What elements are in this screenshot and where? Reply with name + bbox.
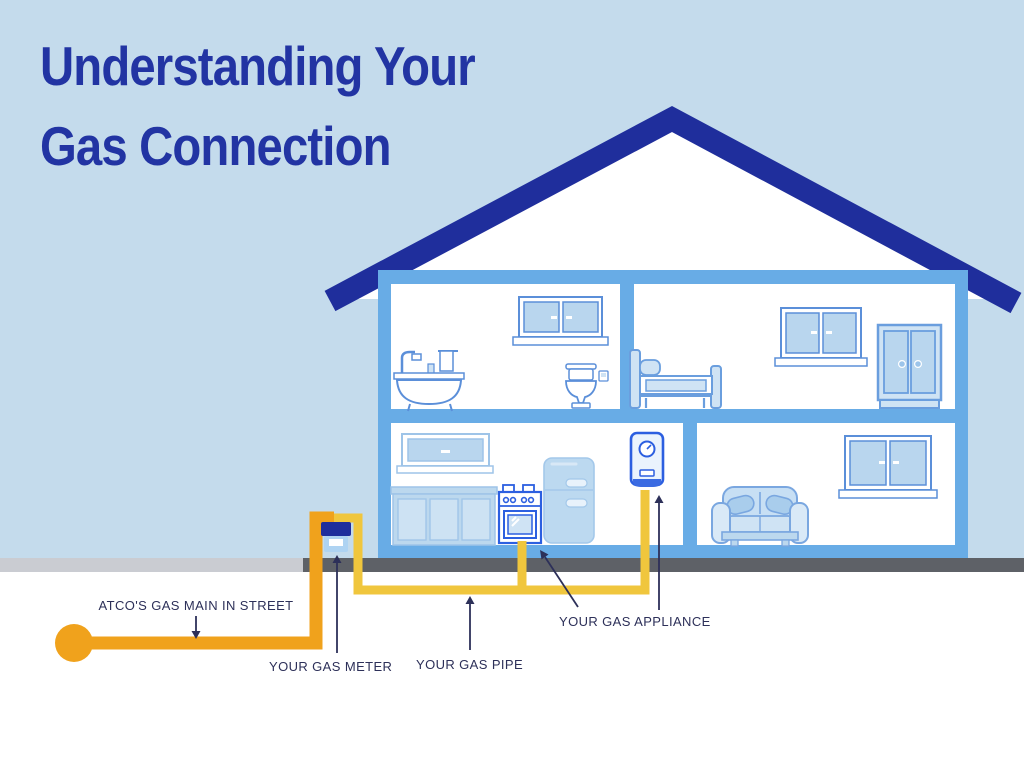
label-gas-pipe: YOUR GAS PIPE (416, 657, 524, 672)
gas-main-pipe (55, 511, 334, 662)
bathroom-window-icon (512, 296, 609, 346)
label-gas-main: ATCO'S GAS MAIN IN STREET (98, 598, 294, 613)
gas-meter (321, 522, 351, 552)
street-underground-area (0, 572, 1024, 768)
arrow-to-stove (540, 550, 579, 608)
attic-interior (354, 126, 990, 299)
wardrobe-icon (876, 323, 943, 409)
customer-gas-pipe (334, 490, 650, 595)
page-title-line1: Understanding Your (40, 35, 476, 97)
page-title-line2: Gas Connection (40, 115, 391, 177)
arrow-to-gas-main (191, 616, 201, 639)
bedroom-window-icon (774, 307, 868, 367)
ground-right (303, 558, 1024, 572)
living-window-icon (838, 435, 938, 499)
water-heater-icon (629, 431, 665, 487)
bathtub-icon (393, 350, 465, 412)
kitchen-cabinets-icon (390, 486, 498, 546)
ground-left (0, 558, 303, 572)
sofa-icon (711, 486, 809, 547)
label-gas-appliance: YOUR GAS APPLIANCE (559, 614, 711, 629)
roof (324, 105, 1022, 314)
bed-icon (629, 349, 722, 409)
ground (0, 558, 1024, 572)
house (324, 105, 1022, 558)
gas-stove-icon (497, 484, 543, 545)
arrow-to-gas-meter (332, 555, 342, 653)
page-title: Understanding Your Gas Connection (40, 26, 476, 186)
annotation-arrows (191, 495, 664, 653)
label-gas-meter: YOUR GAS METER (269, 659, 393, 674)
fridge-icon (543, 457, 595, 544)
arrow-to-gas-pipe (465, 596, 475, 650)
arrow-to-water-heater (654, 495, 664, 610)
kitchen-window-icon (396, 433, 494, 474)
toilet-icon (565, 363, 609, 409)
